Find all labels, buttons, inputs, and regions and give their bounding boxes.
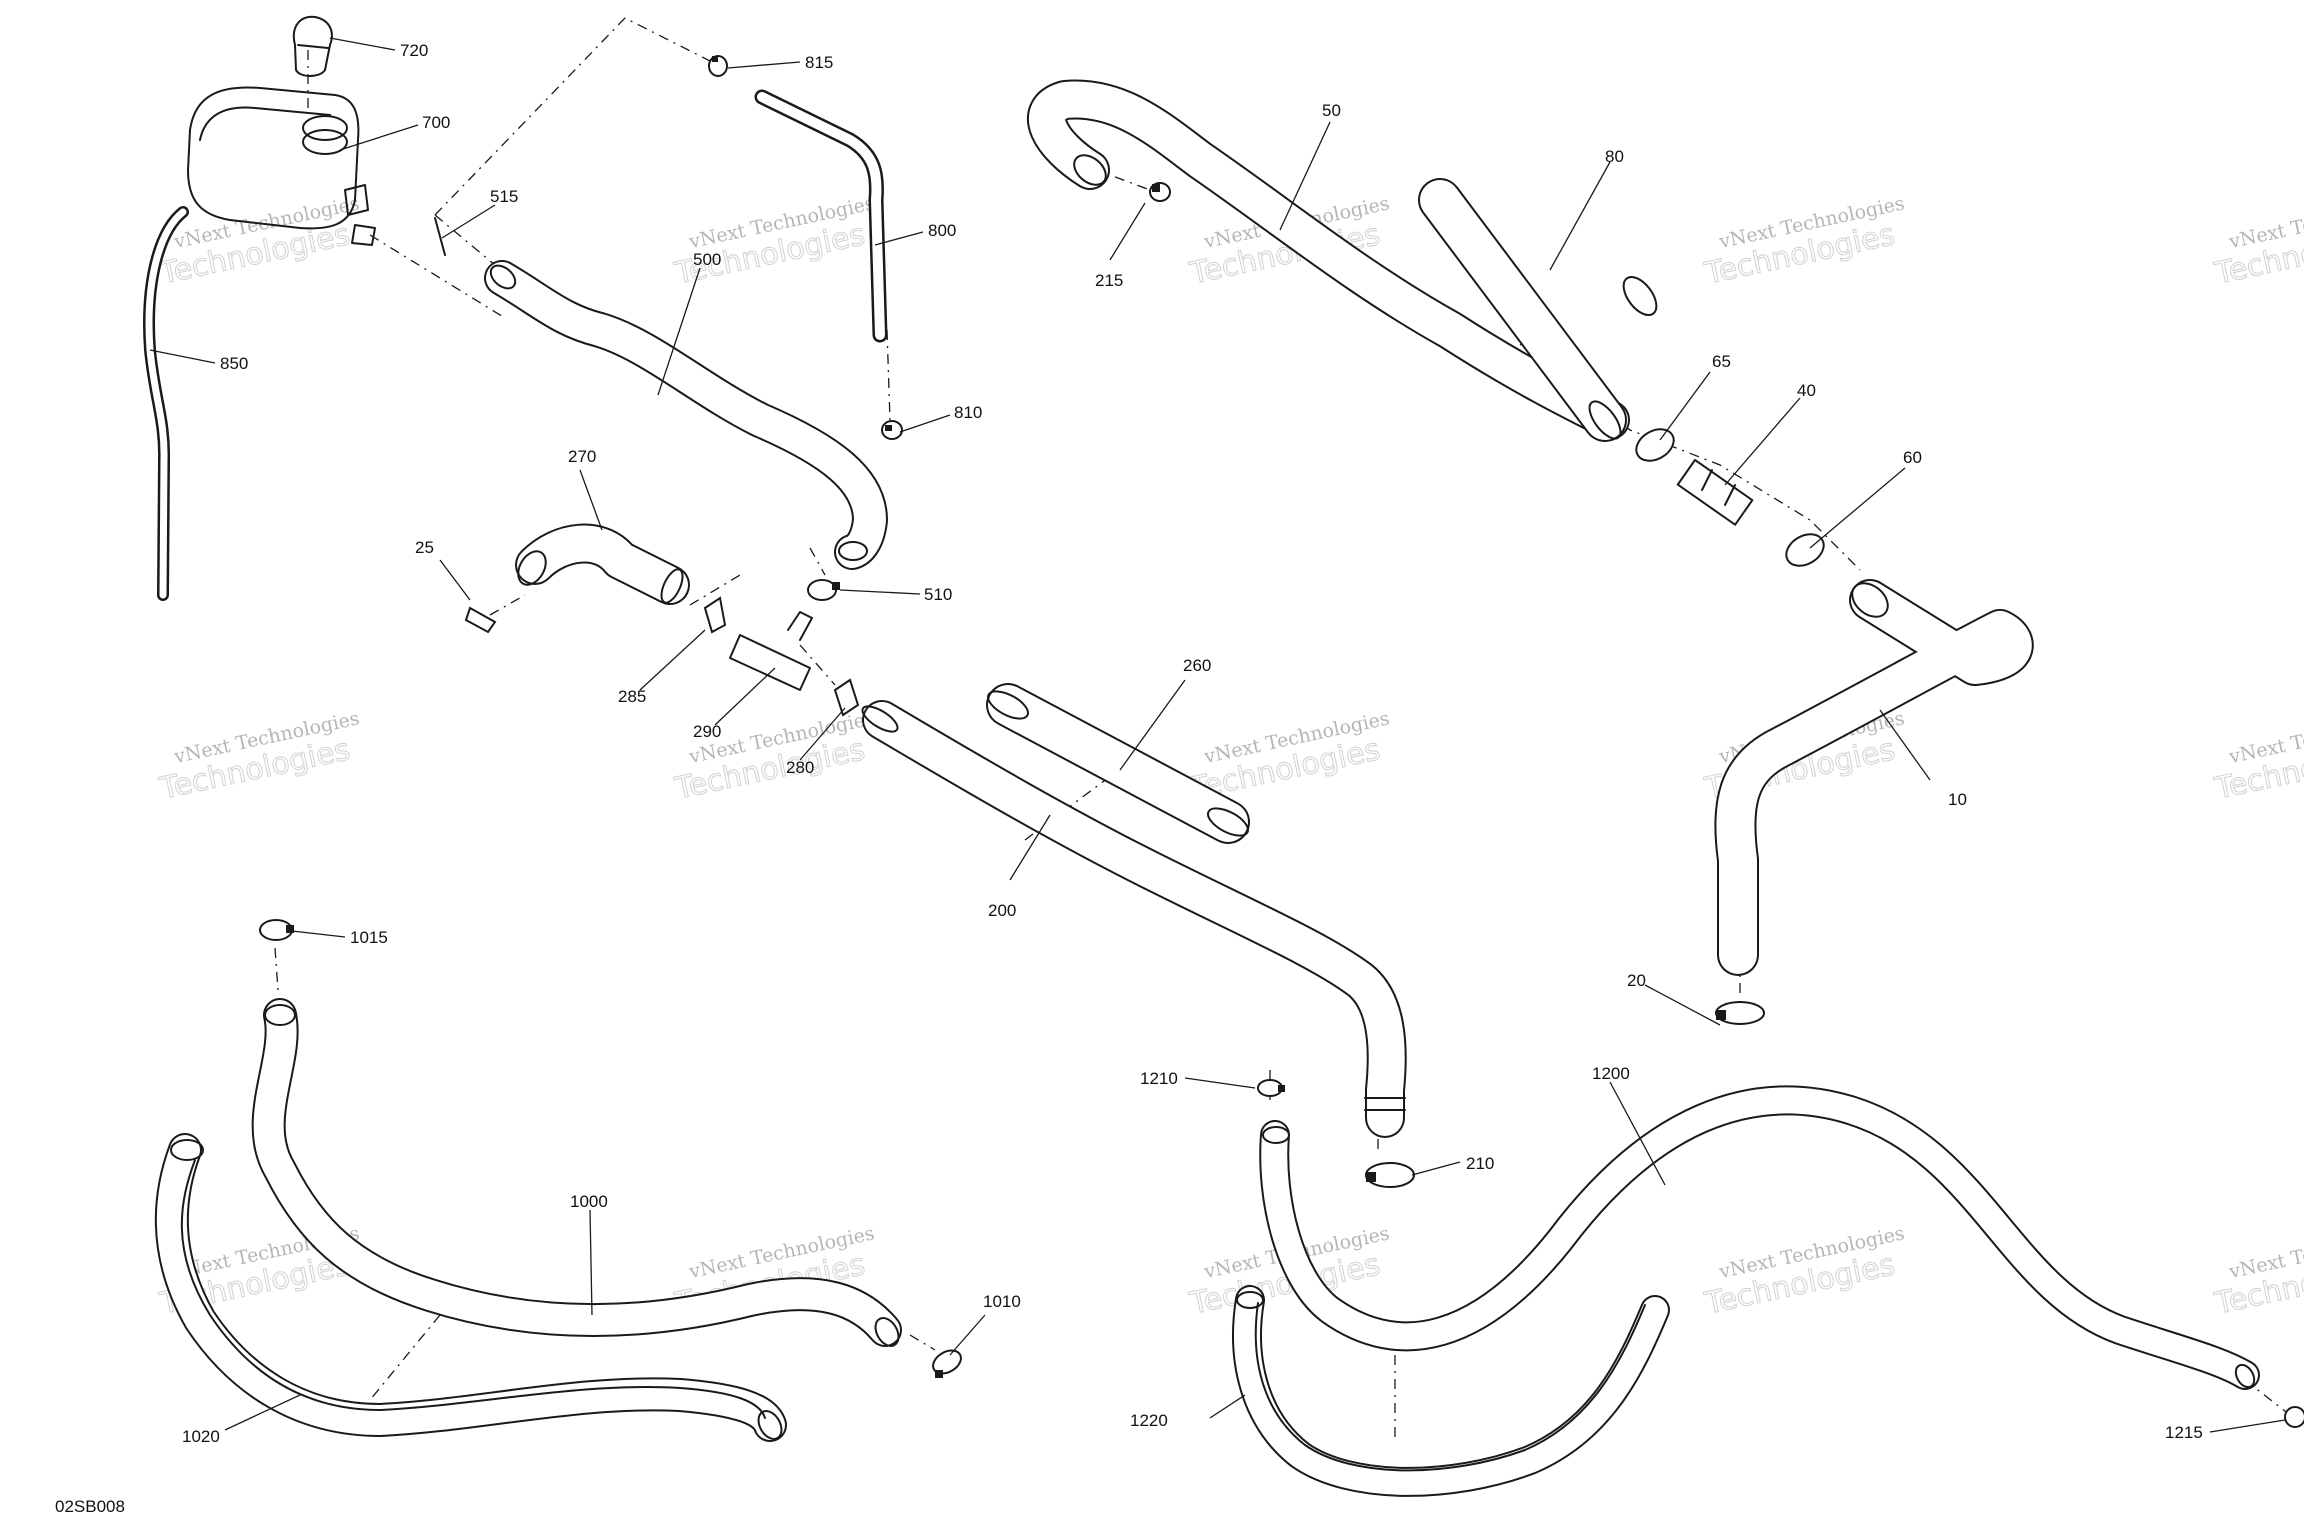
hose-10 <box>1714 579 2034 976</box>
clamp-515 <box>434 217 446 256</box>
clamp-65 <box>1635 428 1675 462</box>
callout-10: 10 <box>1948 790 1967 809</box>
callout-65: 65 <box>1712 352 1731 371</box>
callout-215: 215 <box>1095 271 1123 290</box>
callout-1215: 1215 <box>2165 1423 2203 1442</box>
callout-280: 280 <box>786 758 814 777</box>
callout-800: 800 <box>928 221 956 240</box>
callout-80: 80 <box>1605 147 1624 166</box>
watermark: vNext Technologies Technologies <box>1701 1222 1907 1322</box>
clamp-810 <box>881 420 903 440</box>
leader-lines <box>149 37 2286 1433</box>
clamp-1215 <box>2284 1406 2304 1428</box>
watermark: vNext Technologies Technologies <box>671 192 877 292</box>
fitting-40 <box>1676 459 1754 526</box>
callout-515: 515 <box>490 187 518 206</box>
callout-510: 510 <box>924 585 952 604</box>
hose-850 <box>143 206 189 601</box>
hose-500 <box>484 260 888 570</box>
watermark: vNext Technologies Technologies <box>1701 192 1907 292</box>
hose-1200 <box>1259 1085 2260 1390</box>
clamp-60 <box>1785 533 1825 567</box>
clamp-215 <box>1149 182 1171 202</box>
clamp-815 <box>708 55 728 77</box>
clamp-25 <box>464 606 497 634</box>
callout-290: 290 <box>693 722 721 741</box>
callout-50: 50 <box>1322 101 1341 120</box>
callout-1220: 1220 <box>1130 1411 1168 1430</box>
hose-1000 <box>251 998 902 1347</box>
hoses <box>143 79 2260 1497</box>
clamp-280 <box>833 678 860 717</box>
clamp-1015 <box>259 919 294 941</box>
callout-labels: 720 815 700 515 500 800 850 810 270 25 5… <box>182 41 2203 1446</box>
callout-720: 720 <box>400 41 428 60</box>
watermark: vNext Technologies Technologies <box>2211 192 2304 292</box>
clamp-510 <box>807 579 840 601</box>
callout-20: 20 <box>1627 971 1646 990</box>
callout-850: 850 <box>220 354 248 373</box>
hose-800 <box>754 89 888 343</box>
watermark: vNext Technologies Technologies <box>156 707 362 807</box>
diagram-reference-code: 02SB008 <box>55 1497 125 1516</box>
watermark-layer: vNext Technologies Technologies vNext Te… <box>156 192 2304 1322</box>
callout-40: 40 <box>1797 381 1816 400</box>
hose-200 <box>861 700 1407 1138</box>
hose-1020 <box>154 1133 787 1442</box>
clamps <box>259 55 2304 1428</box>
t-fitting-290 <box>729 611 813 691</box>
callout-810: 810 <box>954 403 982 422</box>
clamp-285 <box>703 596 727 634</box>
callout-1200: 1200 <box>1592 1064 1630 1083</box>
callout-1010: 1010 <box>983 1292 1021 1311</box>
callout-285: 285 <box>618 687 646 706</box>
callout-270: 270 <box>568 447 596 466</box>
coolant-reservoir <box>187 86 376 246</box>
hose-1220 <box>1232 1285 1670 1497</box>
watermark: vNext Technologies Technologies <box>2211 707 2304 807</box>
clamp-20 <box>1715 1001 1765 1025</box>
callout-1000: 1000 <box>570 1192 608 1211</box>
clamp-210 <box>1365 1162 1415 1188</box>
callout-260: 260 <box>1183 656 1211 675</box>
callout-1210: 1210 <box>1140 1069 1178 1088</box>
callout-60: 60 <box>1903 448 1922 467</box>
callout-700: 700 <box>422 113 450 132</box>
hose-80 <box>1418 178 1658 442</box>
hose-270 <box>515 523 690 605</box>
clamp-1010 <box>932 1349 962 1378</box>
clamp-1210 <box>1257 1079 1285 1097</box>
watermark: vNext Technologies Technologies <box>2211 1222 2304 1322</box>
callout-1015: 1015 <box>350 928 388 947</box>
callout-1020: 1020 <box>182 1427 220 1446</box>
hose-50 <box>1027 79 1630 440</box>
callout-815: 815 <box>805 53 833 72</box>
reservoir-cap <box>292 15 333 77</box>
callout-500: 500 <box>693 250 721 269</box>
callout-200: 200 <box>988 901 1016 920</box>
callout-25: 25 <box>415 538 434 557</box>
callout-210: 210 <box>1466 1154 1494 1173</box>
hose-260 <box>986 683 1250 844</box>
